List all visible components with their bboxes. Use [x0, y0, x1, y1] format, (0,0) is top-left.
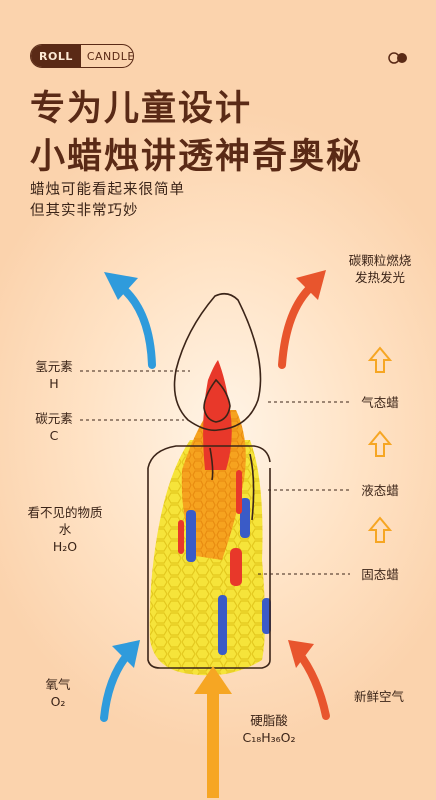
invisible-name: 看不见的物质 — [27, 505, 103, 520]
headline-line1: 专为儿童设计 — [30, 89, 253, 129]
solid-wax-label: 固态蜡 — [361, 567, 399, 582]
candle-outline — [147, 292, 271, 669]
brand-roll: ROLL — [31, 45, 81, 67]
headline-line2: 小蜡烛讲透神奇奥秘 — [30, 137, 364, 177]
stearic-formula: C₁₈H₃₆O₂ — [242, 730, 296, 745]
brand-badge: ROLL CANDLE — [30, 44, 134, 68]
oxygen-label: 氧气 O₂ — [38, 676, 78, 710]
wax-candle — [149, 360, 271, 676]
toggle-icon — [388, 52, 407, 64]
leader-lines — [80, 370, 350, 575]
gas-wax-label: 气态蜡 — [361, 395, 399, 410]
red-arrow-top-icon — [278, 270, 326, 369]
water-name: 水 — [58, 522, 72, 537]
oxygen-name: 氧气 — [45, 677, 71, 692]
water-formula: H₂O — [52, 539, 78, 554]
state-arrow-2-icon — [367, 430, 393, 457]
carbon-burn-line1: 碳颗粒燃烧 — [348, 253, 412, 268]
stearic-name: 硬脂酸 — [250, 713, 288, 728]
hydrogen-symbol: H — [49, 376, 59, 391]
subtitle-line2: 但其实非常巧妙 — [30, 203, 139, 219]
state-arrow-1-icon — [367, 346, 393, 373]
carbon-label: 碳元素 C — [30, 410, 78, 444]
blue-arrow-bottom-icon — [100, 640, 140, 722]
stearic-label: 硬脂酸 C₁₈H₃₆O₂ — [232, 712, 306, 746]
water-label: 看不见的物质 水 H₂O — [20, 504, 110, 555]
brand-candle: CANDLE — [86, 49, 134, 63]
carbon-burn-label: 碳颗粒燃烧 发热发光 — [340, 252, 420, 286]
liquid-wax-label: 液态蜡 — [361, 483, 399, 498]
fresh-air-label: 新鲜空气 — [353, 689, 404, 704]
carbon-symbol: C — [49, 428, 59, 443]
hydrogen-label: 氢元素 H — [30, 358, 78, 392]
state-arrow-3-icon — [367, 516, 393, 543]
carbon-name: 碳元素 — [35, 411, 73, 426]
blue-arrow-top-icon — [104, 272, 156, 369]
subtitle-line1: 蜡烛可能看起来很简单 — [30, 182, 185, 198]
red-arrow-bottom-icon — [288, 640, 330, 720]
hydrogen-name: 氢元素 — [35, 359, 73, 374]
oxygen-formula: O₂ — [50, 694, 66, 709]
orange-arrow-bottom-icon — [194, 666, 232, 798]
carbon-burn-line2: 发热发光 — [354, 270, 405, 285]
